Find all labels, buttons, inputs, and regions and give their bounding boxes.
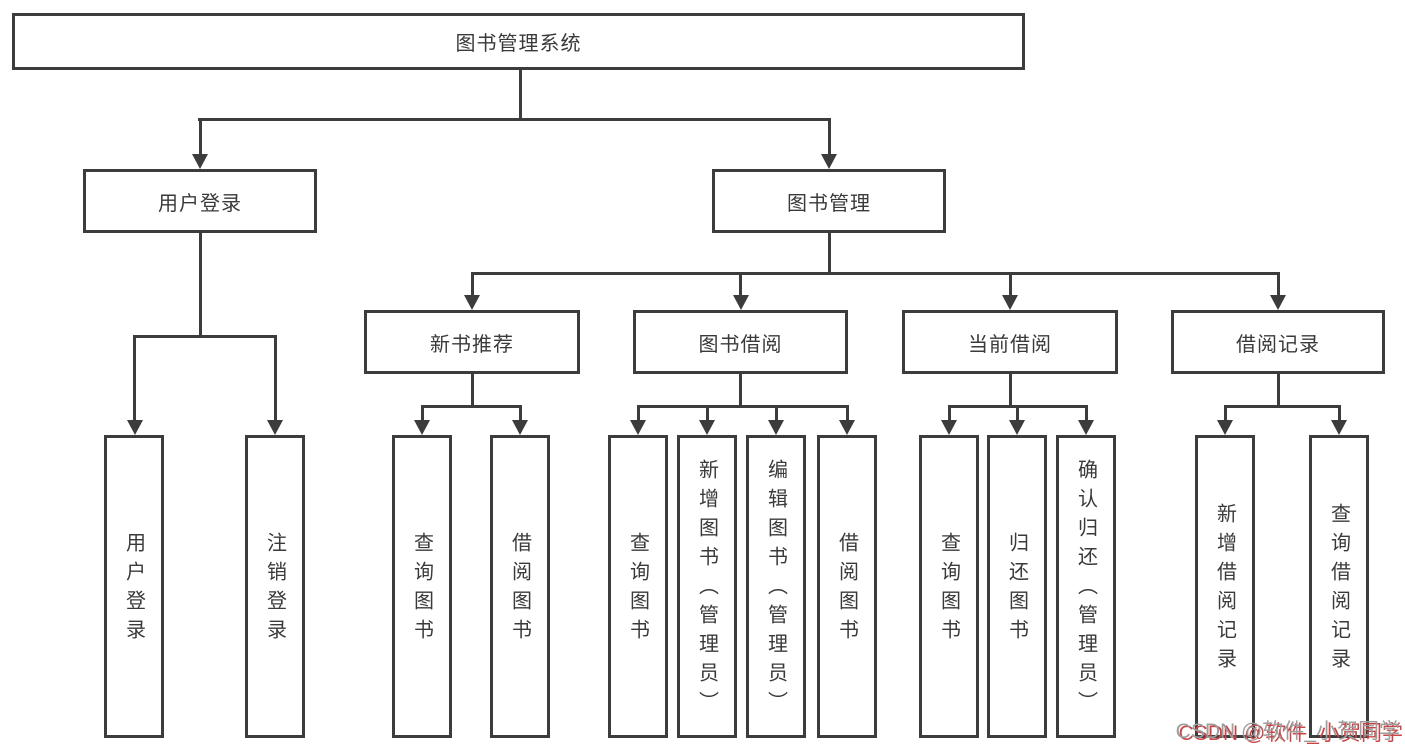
arrow-into-leaf-bb-edit — [768, 405, 784, 435]
leaf-records-add: 新增借阅记录 — [1195, 435, 1255, 738]
connector-user-login-branch — [133, 335, 277, 338]
connector-borrowing-branch — [636, 405, 849, 408]
arrow-into-leaf-logout — [267, 335, 283, 435]
connector-book-management-branch — [470, 272, 1280, 275]
arrow-into-leaf-nb-query — [414, 405, 430, 435]
watermark: CSDN @软件_小贺同学 — [1175, 720, 1400, 743]
connector-user-login-stem — [198, 232, 202, 338]
node-new-book-recommend: 新书推荐 — [364, 310, 580, 374]
connector-root-stem — [519, 70, 522, 120]
root-node: 图书管理系统 — [12, 13, 1025, 70]
leaf-new-books-query: 查询图书 — [392, 435, 452, 738]
node-book-management: 图书管理 — [712, 169, 946, 233]
arrow-into-leaf-cb-confirm — [1078, 405, 1094, 435]
leaf-current-query: 查询图书 — [919, 435, 979, 738]
connector-records-stem — [1276, 373, 1280, 407]
leaf-borrow-edit-admin: 编辑图书（管理员） — [746, 435, 806, 738]
node-book-borrowing: 图书借阅 — [633, 310, 848, 374]
arrow-into-new-book-recommend — [464, 272, 480, 310]
node-borrowing-records: 借阅记录 — [1171, 310, 1385, 374]
connector-root-branch — [198, 118, 831, 121]
arrow-into-leaf-nb-borrow — [512, 405, 528, 435]
arrow-into-leaf-bb-add — [699, 405, 715, 435]
connector-new-book-branch — [420, 405, 522, 408]
connector-records-branch — [1223, 405, 1341, 408]
connector-current-stem — [1008, 373, 1012, 407]
arrow-into-borrowing-records — [1270, 272, 1286, 310]
leaf-borrow-add-admin: 新增图书（管理员） — [677, 435, 737, 738]
leaf-borrow-borrow: 借阅图书 — [817, 435, 877, 738]
arrow-into-current-borrowing — [1002, 272, 1018, 310]
leaf-borrow-query: 查询图书 — [608, 435, 668, 738]
connector-borrowing-stem — [739, 373, 742, 407]
leaf-records-query: 查询借阅记录 — [1309, 435, 1369, 738]
leaf-current-return: 归还图书 — [987, 435, 1047, 738]
arrow-into-leaf-bb-borrow — [839, 405, 855, 435]
arrow-into-leaf-rec-query — [1331, 405, 1347, 435]
leaf-new-books-borrow: 借阅图书 — [490, 435, 550, 738]
leaf-logout: 注销登录 — [245, 435, 305, 738]
connector-book-management-stem — [827, 232, 831, 274]
arrow-into-leaf-rec-add — [1217, 405, 1233, 435]
arrow-into-leaf-cb-query — [941, 405, 957, 435]
arrow-into-user-login — [192, 118, 208, 169]
node-user-login: 用户登录 — [83, 169, 317, 233]
node-current-borrowing: 当前借阅 — [902, 310, 1118, 374]
arrow-into-book-borrowing — [732, 272, 749, 310]
arrow-into-leaf-cb-return — [1009, 405, 1025, 435]
arrow-into-leaf-user-login — [126, 335, 143, 435]
connector-new-book-stem — [470, 373, 474, 407]
leaf-user-login: 用户登录 — [104, 435, 164, 738]
leaf-current-confirm-admin: 确认归还（管理员） — [1056, 435, 1116, 738]
arrow-into-leaf-bb-query — [630, 405, 646, 435]
arrow-into-book-management — [821, 118, 837, 169]
